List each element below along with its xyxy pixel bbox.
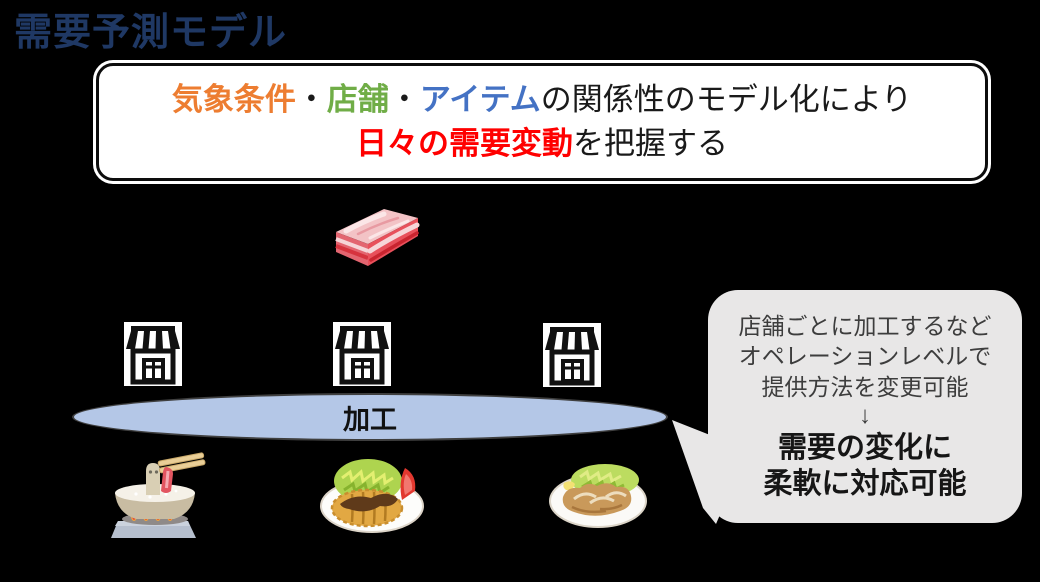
headline-line2-rest: を把握する <box>573 125 728 161</box>
headline-term-store: 店舗 <box>326 82 389 118</box>
page-title: 需要予測モデル <box>14 12 288 54</box>
ginger-pork-plate-icon <box>548 457 648 529</box>
processing-ellipse: 加工 <box>72 393 668 441</box>
down-arrow-icon: ↓ <box>859 402 871 430</box>
hotpot-icon <box>106 447 206 539</box>
headline-line1-rest: の関係性のモデル化により <box>540 82 913 118</box>
headline-term-weather: 気象条件 <box>171 82 296 118</box>
storefront-icon <box>333 322 391 386</box>
headline-line-1: 気象条件・店舗・アイテムの関係性のモデル化により <box>172 80 912 120</box>
headline-term-item: アイテム <box>419 82 541 118</box>
meat-block-icon <box>330 204 422 268</box>
headline-separator: ・ <box>388 82 420 118</box>
processing-label: 加工 <box>343 404 397 435</box>
headline-box: 気象条件・店舗・アイテムの関係性のモデル化により 日々の需要変動を把握する <box>96 63 988 181</box>
headline-line-2: 日々の需要変動を把握する <box>356 124 728 164</box>
bubble-line-5: 柔軟に対応可能 <box>763 468 967 501</box>
headline-separator: ・ <box>295 82 327 118</box>
bubble-line-1: 店舗ごとに加工するなど <box>738 312 992 339</box>
headline-term-demand: 日々の需要変動 <box>356 125 573 161</box>
storefront-icon <box>124 322 182 386</box>
speech-bubble: 店舗ごとに加工するなど オペレーションレベルで 提供方法を変更可能 ↓ 需要の変… <box>708 290 1022 523</box>
bubble-line-4: 需要の変化に <box>777 431 952 464</box>
bubble-line-2: オペレーションレベルで <box>738 343 992 370</box>
storefront-icon <box>543 323 601 387</box>
tonkatsu-plate-icon <box>320 450 426 534</box>
bubble-line-3: 提供方法を変更可能 <box>761 373 969 400</box>
